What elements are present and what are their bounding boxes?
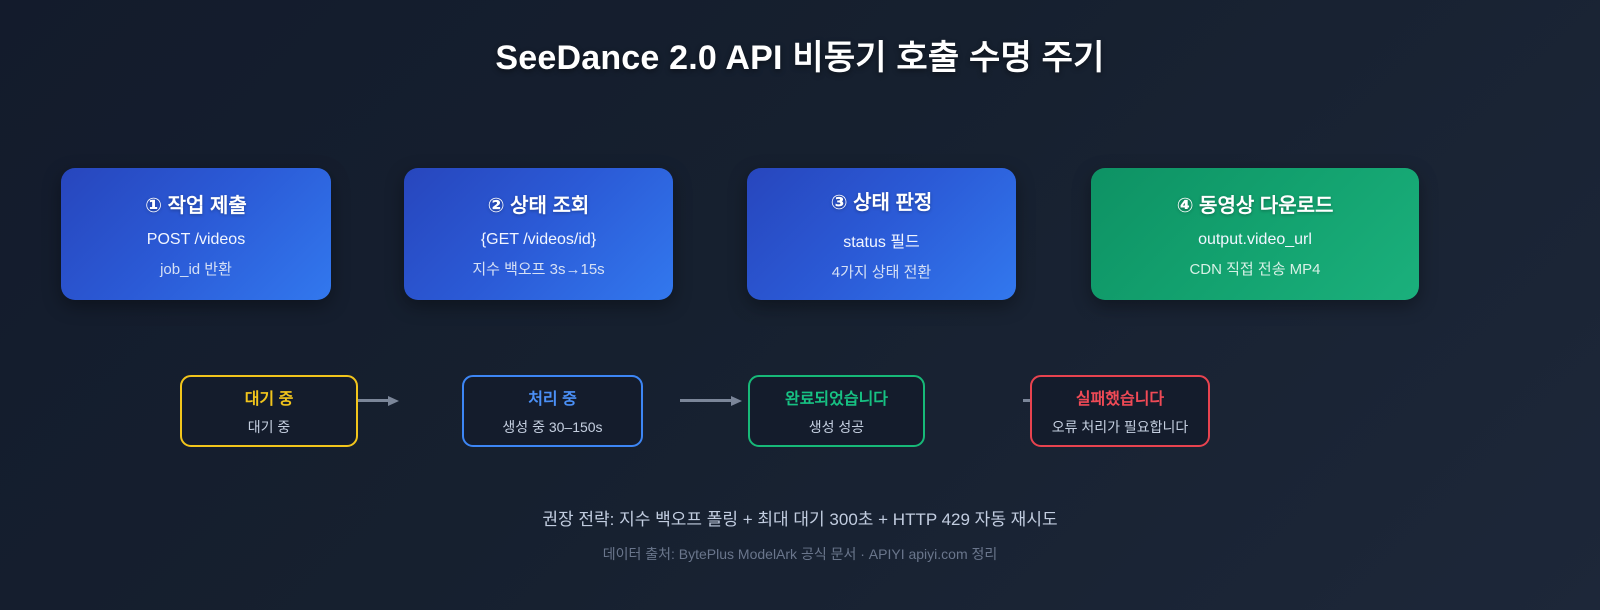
status-badge-running[interactable]: 처리 중 생성 중 30–150s xyxy=(462,375,643,447)
arrow-head-icon xyxy=(731,396,742,406)
flow-step-4-title: ④ 동영상 다운로드 xyxy=(1176,195,1334,217)
status-badge-failed-description: 오류 처리가 필요합니다 xyxy=(1051,419,1189,435)
flow-step-4-line1: output.video_url xyxy=(1198,231,1312,248)
arrow-shaft xyxy=(337,399,388,402)
page-title: SeeDance 2.0 API 비동기 호출 수명 주기 xyxy=(495,39,1105,77)
flow-arrow-2-to-3 xyxy=(680,396,742,406)
data-source-attribution: 데이터 출처: BytePlus ModelArk 공식 문서 · APIYI … xyxy=(602,546,998,562)
flow-step-2[interactable]: ② 상태 조회 {GET /videos/id} 지수 백오프 3s→15s xyxy=(404,168,673,300)
flow-step-4-line2: CDN 직접 전송 MP4 xyxy=(1189,261,1321,278)
status-badge-queued[interactable]: 대기 중 대기 중 xyxy=(180,375,358,447)
status-badge-succeeded-description: 생성 성공 xyxy=(808,419,865,435)
flow-arrow-1-to-2 xyxy=(337,396,399,406)
flow-step-2-title: ② 상태 조회 xyxy=(487,195,590,217)
status-badge-queued-label: 대기 중 xyxy=(244,391,294,408)
flow-step-3[interactable]: ③ 상태 판정 status 필드 4가지 상태 전환 xyxy=(747,168,1016,300)
status-badge-running-description: 생성 중 30–150s xyxy=(502,419,603,435)
arrow-shaft xyxy=(680,399,731,402)
flow-step-1-title: ① 작업 제출 xyxy=(145,195,247,217)
flow-step-2-line2: 지수 백오프 3s→15s xyxy=(472,261,605,278)
flow-step-3-line1: status 필드 xyxy=(843,234,920,251)
status-badge-row: 대기 중 대기 중 처리 중 생성 중 30–150s 완료되었습니다 생성 성… xyxy=(0,375,1600,447)
status-badge-queued-description: 대기 중 xyxy=(247,419,291,435)
status-badge-running-label: 처리 중 xyxy=(528,391,577,408)
recommended-strategy-note: 권장 전략: 지수 백오프 폴링 + 최대 대기 300초 + HTTP 429… xyxy=(542,510,1058,529)
flow-step-row: ① 작업 제출 POST /videos job_id 반환 ② 상태 조회 {… xyxy=(0,168,1600,406)
status-badge-failed-label: 실패했습니다 xyxy=(1075,391,1165,408)
status-badge-succeeded-label: 완료되었습니다 xyxy=(784,391,889,408)
flow-step-2-line1: {GET /videos/id} xyxy=(480,231,597,248)
arrow-head-icon xyxy=(388,396,399,406)
status-badge-succeeded[interactable]: 완료되었습니다 생성 성공 xyxy=(748,375,925,447)
flow-step-3-title: ③ 상태 판정 xyxy=(830,192,933,214)
flow-step-1[interactable]: ① 작업 제출 POST /videos job_id 반환 xyxy=(61,168,331,300)
flow-step-4[interactable]: ④ 동영상 다운로드 output.video_url CDN 직접 전송 MP… xyxy=(1091,168,1419,300)
flow-step-1-line2: job_id 반환 xyxy=(160,261,232,278)
flow-step-3-line2: 4가지 상태 전환 xyxy=(831,264,932,281)
flow-step-1-line1: POST /videos xyxy=(146,231,246,248)
status-badge-failed[interactable]: 실패했습니다 오류 처리가 필요합니다 xyxy=(1030,375,1210,447)
